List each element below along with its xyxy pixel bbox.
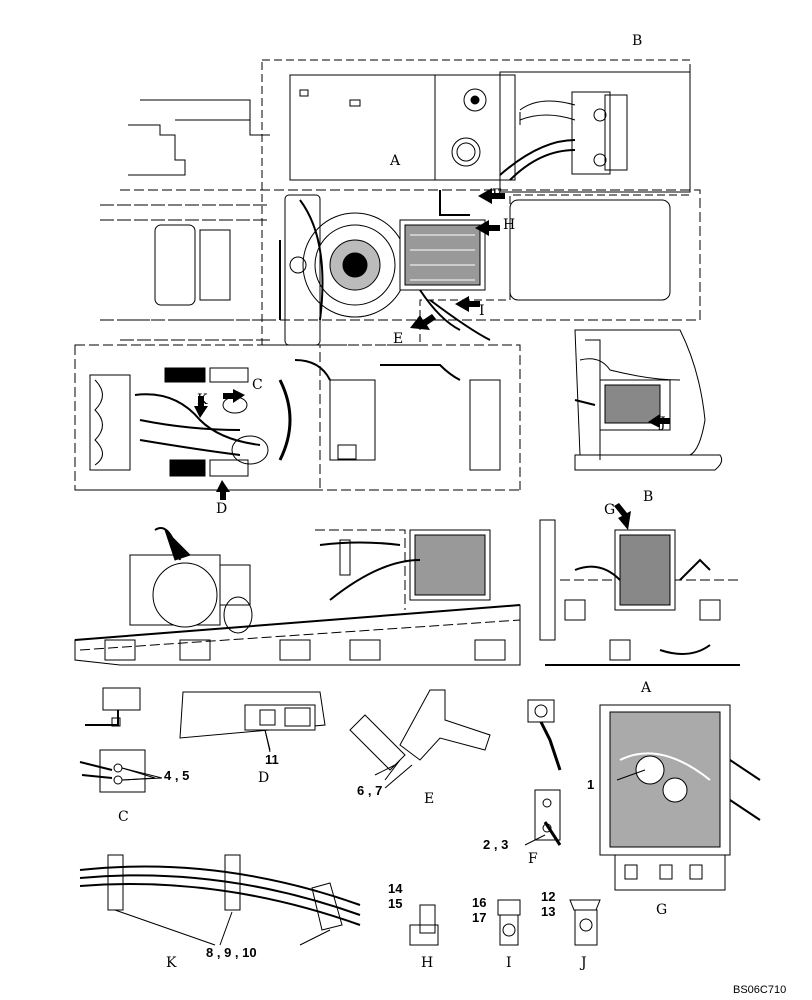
side-console-view	[74, 527, 521, 666]
view-caption-h: H	[421, 955, 434, 971]
detail-e	[349, 689, 491, 781]
view-label-g-a: G	[604, 502, 616, 518]
callout-2-3: 2 , 3	[483, 837, 509, 852]
view-caption-g: G	[656, 902, 668, 918]
view-arrows-top	[410, 188, 505, 330]
view-b-detail	[574, 329, 723, 471]
view-caption-c: C	[118, 809, 129, 825]
callout-11: 11	[265, 752, 279, 767]
callout-1: 1	[587, 777, 595, 792]
view-caption-i: I	[506, 955, 512, 971]
leader-lines	[114, 729, 646, 946]
view-label-f-top: F	[492, 187, 502, 203]
view-caption-f: F	[528, 851, 538, 867]
view-label-k-top: K	[197, 392, 208, 408]
callout-12: 12	[541, 889, 556, 904]
detail-g	[599, 704, 761, 891]
callout-4-5: 4 , 5	[164, 768, 190, 783]
view-arrows-left	[194, 389, 245, 500]
detail-c	[79, 687, 156, 793]
detail-hij	[409, 899, 601, 946]
callout-6-7: 6 , 7	[357, 783, 383, 798]
view-label-e-top: E	[393, 331, 404, 347]
view-j-arrow	[648, 414, 670, 428]
view-caption-d: D	[258, 770, 270, 786]
view-caption-b: B	[643, 489, 654, 505]
view-caption-a: A	[641, 680, 652, 696]
callout-17: 17	[472, 910, 487, 925]
cab-floor-view	[74, 344, 521, 491]
view-caption-j: J	[581, 955, 587, 971]
view-caption-k: K	[166, 955, 177, 971]
view-label-i-top: I	[479, 303, 485, 319]
view-label-d-top: D	[216, 501, 228, 517]
view-label-h-top: H	[503, 217, 516, 233]
view-label-b-top: B	[632, 33, 643, 49]
callout-8-9-10: 8 , 9 , 10	[206, 945, 257, 960]
detail-d	[179, 691, 326, 751]
view-label-j-b: J	[660, 415, 666, 431]
drawing-code: BS06C710	[733, 984, 787, 996]
view-a-detail	[539, 519, 740, 666]
view-caption-e: E	[424, 791, 435, 807]
detail-k	[79, 854, 361, 931]
view-label-c-top: C	[252, 377, 263, 393]
callout-14: 14	[388, 881, 403, 896]
view-label-a-top: A	[390, 153, 401, 169]
view-g-arrow	[614, 503, 631, 530]
detail-f	[527, 699, 562, 846]
callout-16: 16	[472, 895, 487, 910]
top-assembly-view	[100, 59, 701, 346]
callout-15: 15	[388, 896, 403, 911]
callout-13: 13	[541, 904, 556, 919]
